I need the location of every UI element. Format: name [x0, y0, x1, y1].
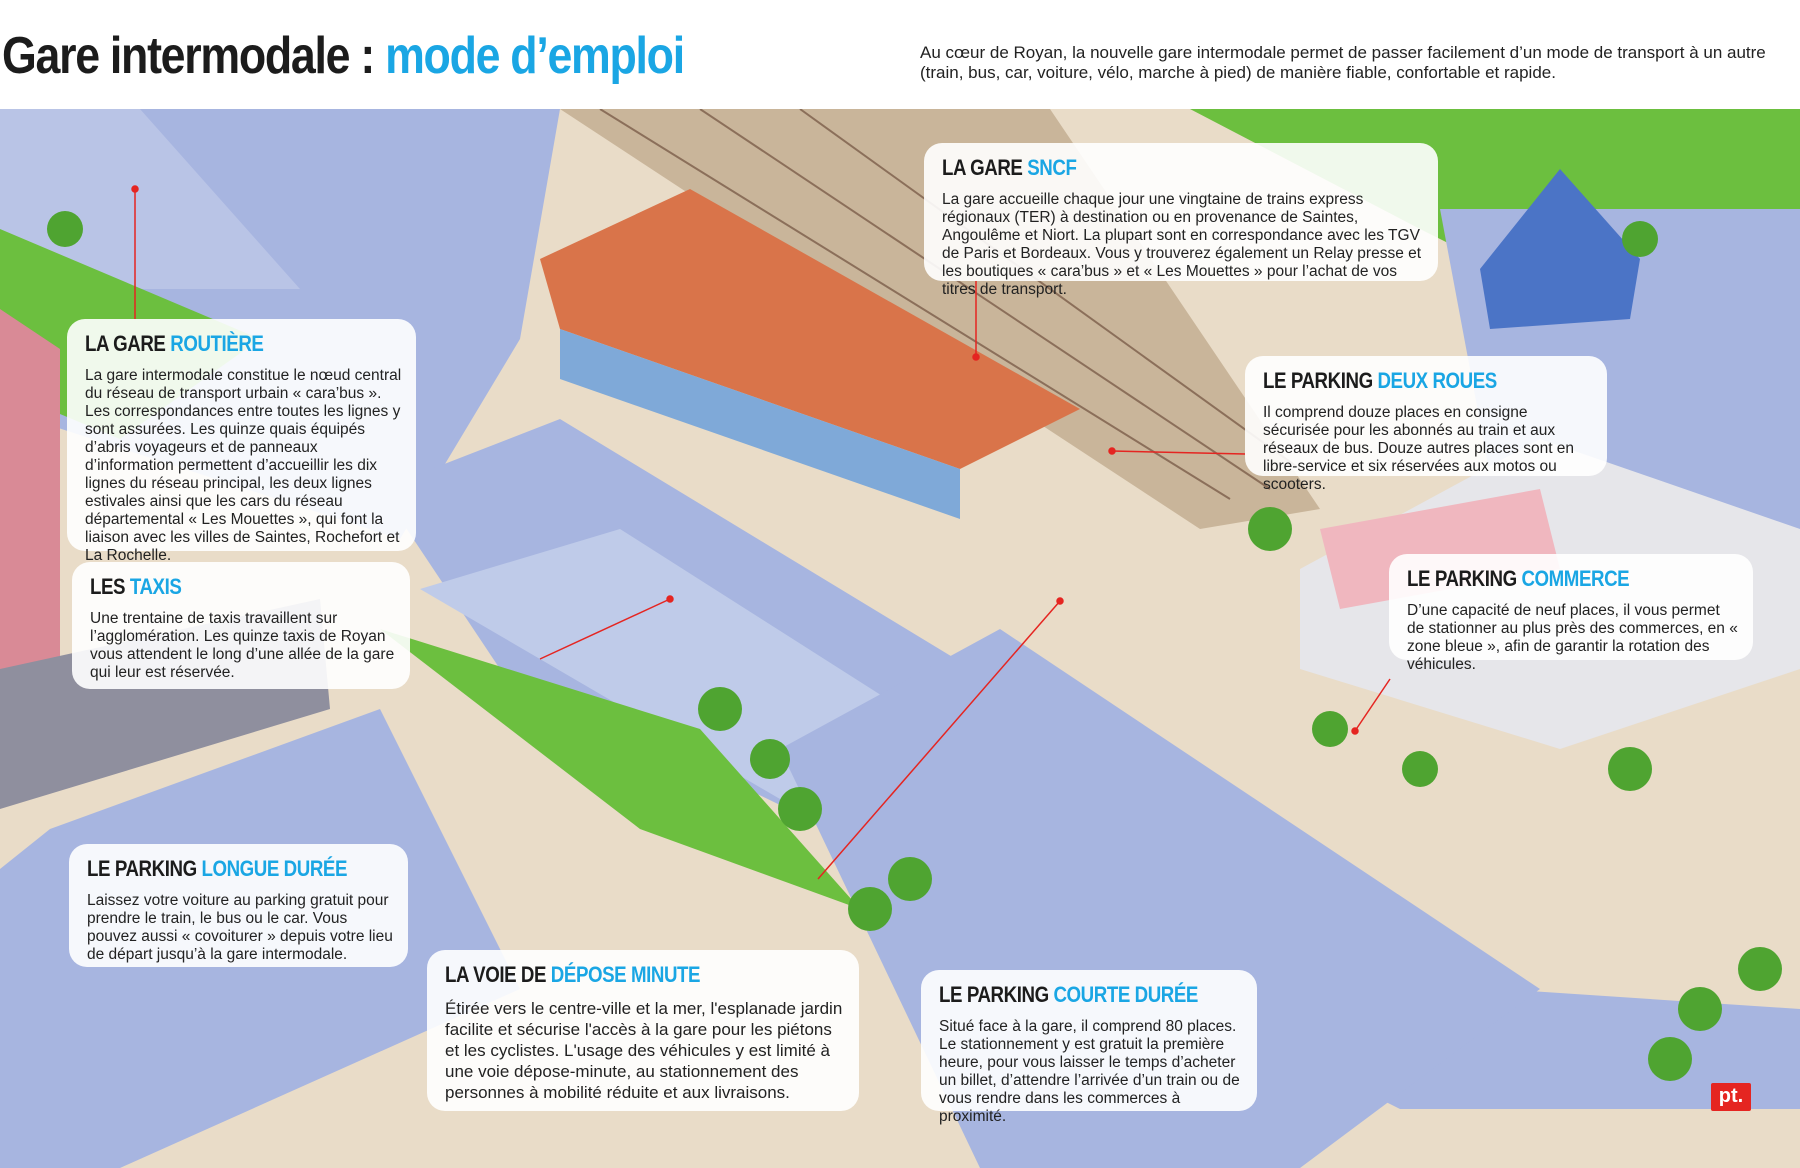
callout-lines	[131, 185, 1391, 880]
box-title: LES TAXIS	[90, 574, 182, 599]
house	[1480, 169, 1640, 329]
info-box-parking-deux-roues: LE PARKING DEUX ROUES Il comprend douze …	[1245, 356, 1607, 493]
title-main: Gare intermodale :	[2, 27, 386, 85]
page-title: Gare intermodale : mode d’emploi	[2, 26, 685, 86]
box-title: LA GARE SNCF	[942, 155, 1077, 180]
info-box-depose-minute: LA VOIE DE DÉPOSE MINUTE Étirée vers le …	[427, 950, 859, 1111]
box-text: Une trentaine de taxis travaillent sur l…	[90, 610, 395, 681]
box-title: LA GARE ROUTIÈRE	[85, 331, 264, 356]
track-field	[0, 309, 60, 699]
station-map-illustration	[0, 109, 1800, 1168]
info-box-sncf: LA GARE SNCF La gare accueille chaque jo…	[924, 143, 1438, 298]
box-title: LE PARKING COURTE DURÉE	[939, 982, 1198, 1007]
info-box-parking-courte-duree: LE PARKING COURTE DURÉE Situé face à la …	[921, 970, 1257, 1125]
box-text: Laissez votre voiture au parking gratuit…	[87, 892, 393, 963]
station-facade	[560, 329, 960, 519]
info-box-parking-longue-duree: LE PARKING LONGUE DURÉE Laissez votre vo…	[69, 844, 408, 967]
box-title: LE PARKING COMMERCE	[1407, 566, 1630, 591]
box-text: Il comprend douze places en consigne séc…	[1263, 404, 1575, 493]
box-text: Situé face à la gare, il comprend 80 pla…	[939, 1018, 1240, 1125]
box-title: LE PARKING LONGUE DURÉE	[87, 856, 348, 881]
publisher-logo: pt.	[1711, 1083, 1751, 1111]
header: Gare intermodale : mode d’emploi Au cœur…	[0, 0, 1800, 109]
info-box-parking-commerce: LE PARKING COMMERCE D’une capacité de ne…	[1389, 554, 1753, 673]
box-title: LE PARKING DEUX ROUES	[1263, 368, 1497, 393]
station-roof	[540, 189, 1080, 469]
title-accent: mode d’emploi	[385, 27, 685, 85]
box-text: La gare accueille chaque jour une vingta…	[942, 191, 1422, 298]
info-box-taxis: LES TAXIS Une trentaine de taxis travail…	[72, 562, 410, 689]
trees	[47, 211, 1782, 1081]
info-box-gare-routiere: LA GARE ROUTIÈRE La gare intermodale con…	[67, 319, 416, 564]
box-text: Étirée vers le centre-ville et la mer, l…	[445, 999, 843, 1102]
intro-text: Au cœur de Royan, la nouvelle gare inter…	[920, 43, 1766, 82]
rail-lines	[599, 109, 1301, 500]
box-text: D’une capacité de neuf places, il vous p…	[1407, 602, 1738, 673]
box-title: LA VOIE DE DÉPOSE MINUTE	[445, 962, 701, 987]
box-text: La gare intermodale constitue le nœud ce…	[85, 367, 402, 564]
